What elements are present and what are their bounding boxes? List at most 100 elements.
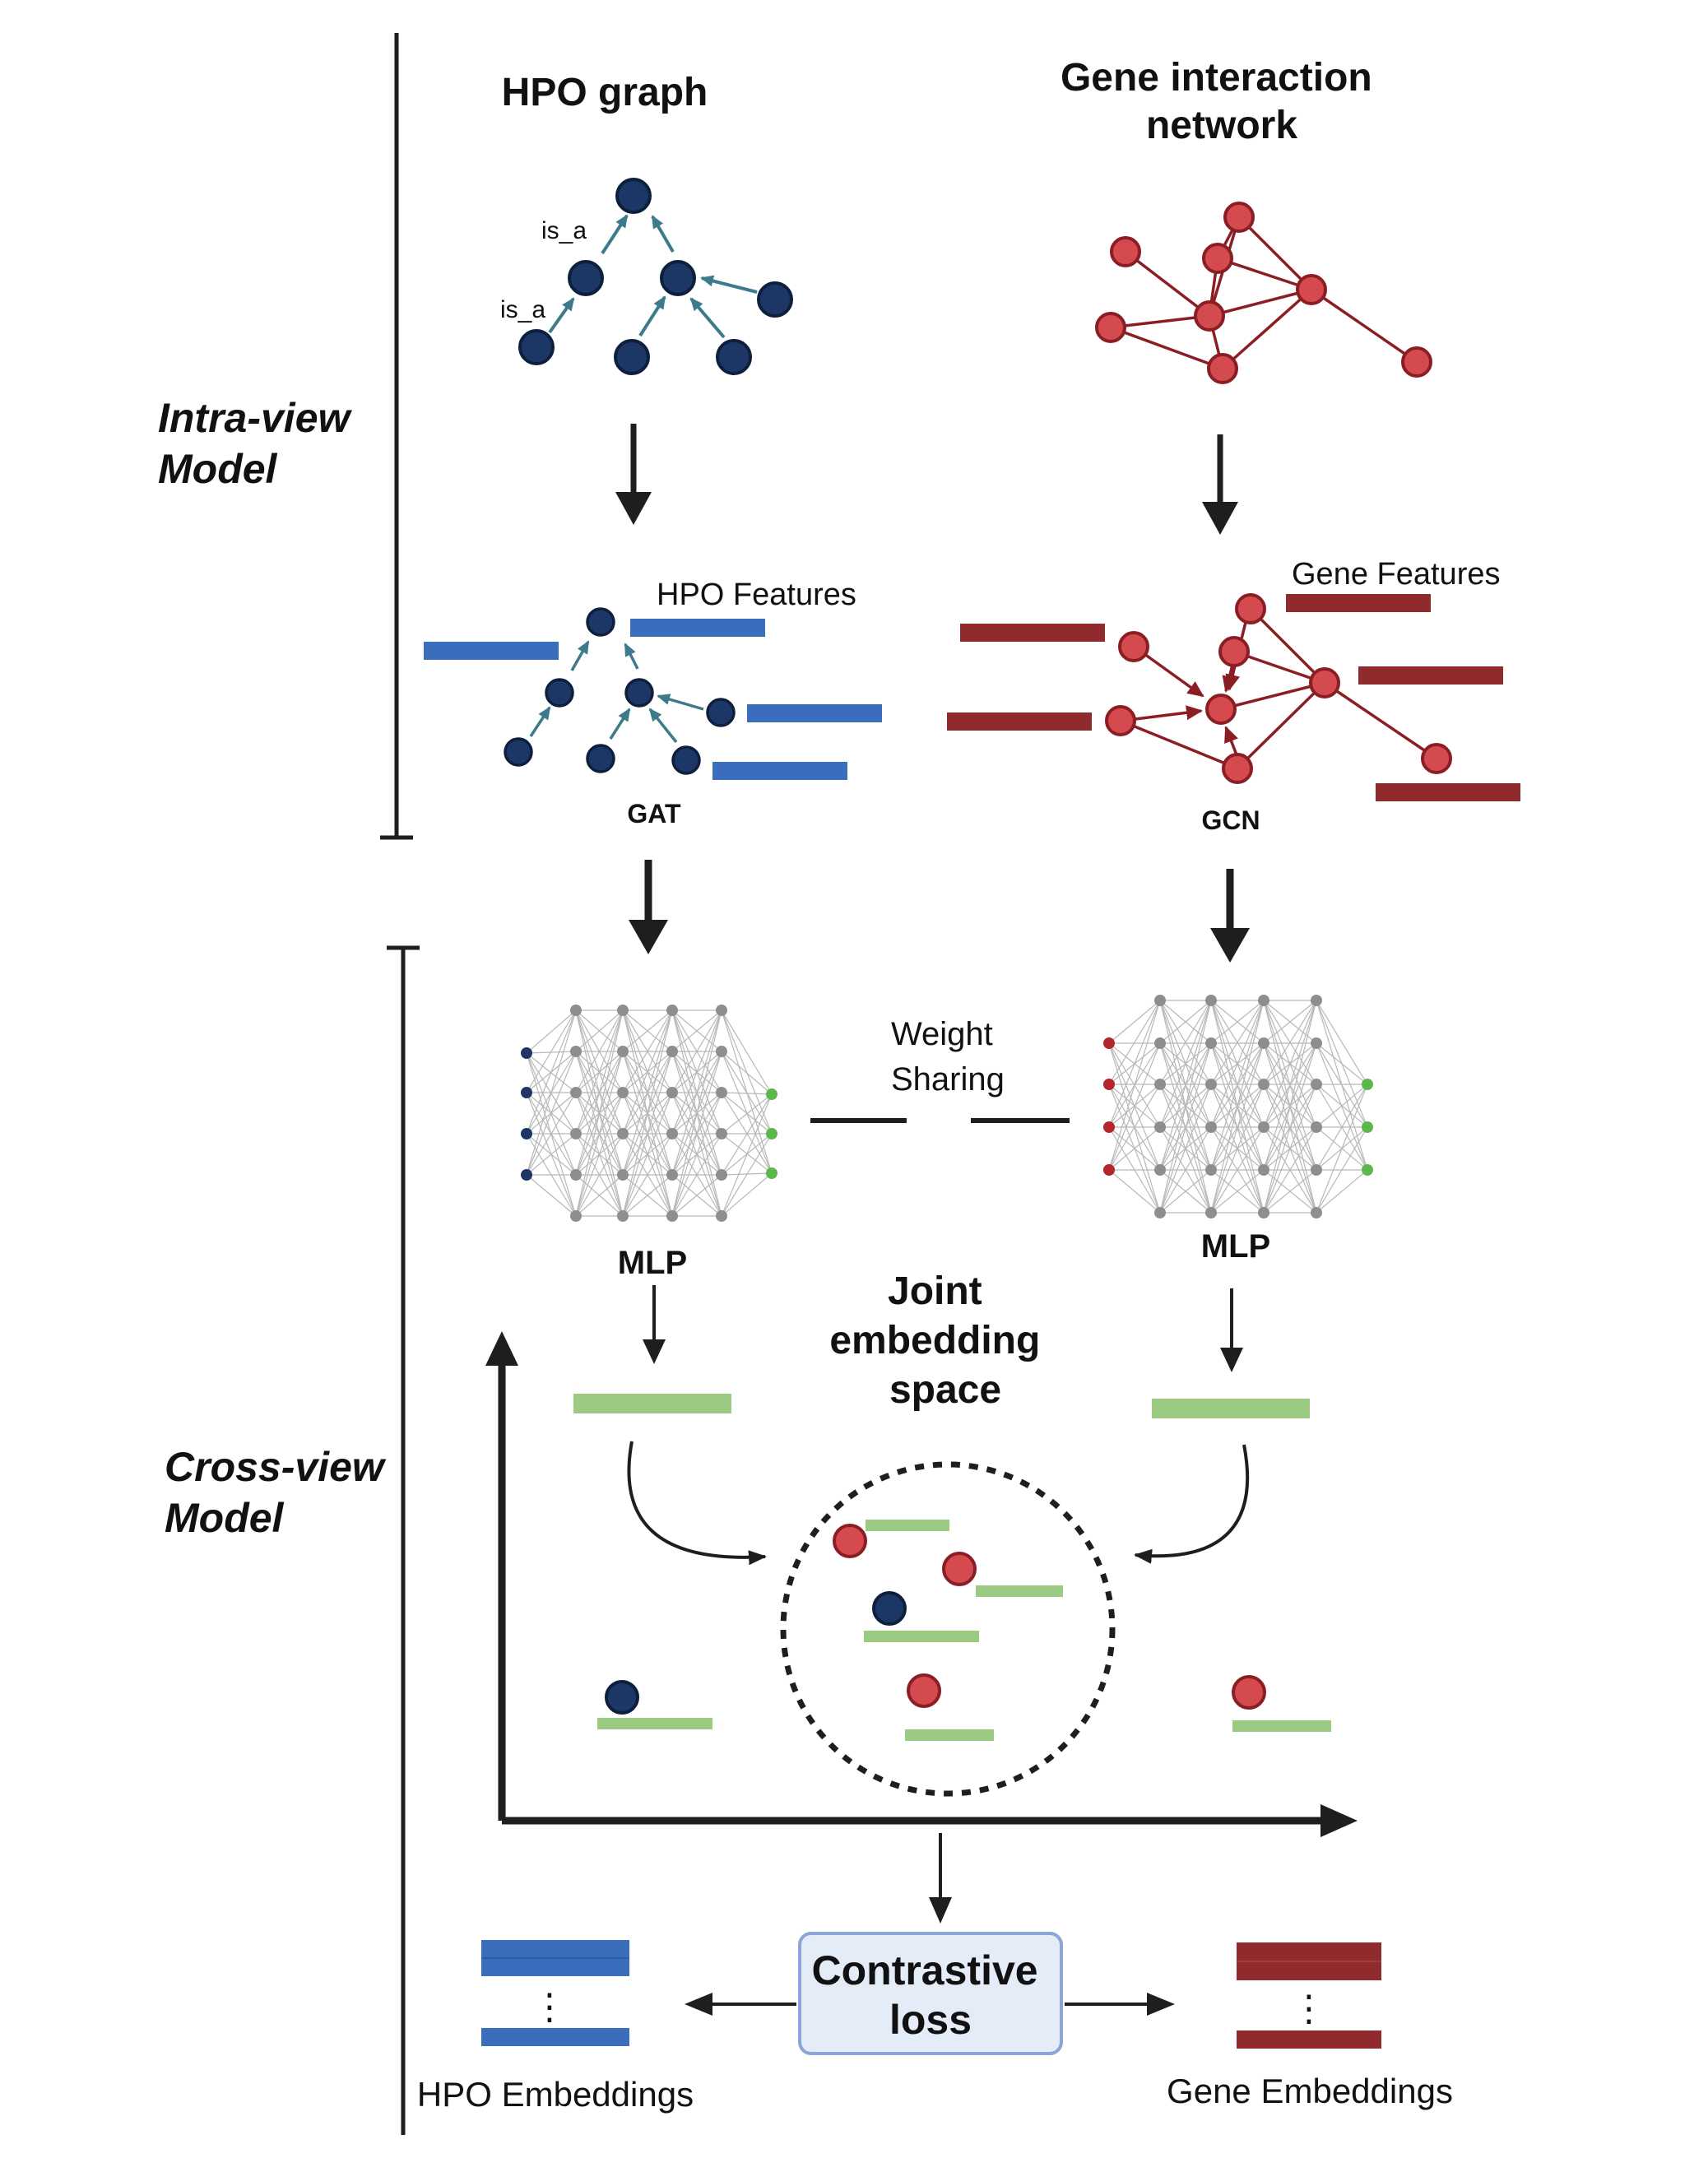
mlp-neuron — [716, 1005, 727, 1016]
joint-space-boundary — [780, 1461, 1116, 1797]
mlp-neuron — [1258, 1207, 1269, 1218]
gene-network-title: Gene interaction network — [1061, 56, 1383, 147]
mlp-connection — [1316, 1042, 1368, 1085]
mlp-connection — [1316, 1126, 1368, 1214]
mlp-connection — [671, 1009, 722, 1093]
mlp-neuron — [1311, 1079, 1322, 1090]
hpo-node — [614, 339, 650, 375]
mlp-connection — [1263, 1000, 1317, 1044]
mlp-neuron — [617, 1087, 629, 1098]
mlp-connection — [526, 1009, 577, 1054]
mlp-connection — [1108, 1000, 1161, 1128]
mlp-connection — [526, 1092, 577, 1176]
hpo-node — [716, 339, 752, 375]
mlp-connection — [721, 1093, 773, 1176]
hpo-edge — [548, 297, 575, 334]
mlp-connection — [1108, 1000, 1161, 1085]
gat-graph: HPO Features GAT — [424, 578, 882, 828]
hpo-node — [757, 281, 793, 318]
mlp-connection — [671, 1174, 722, 1217]
mlp-neuron — [1103, 1037, 1115, 1049]
mlp-connection — [1210, 1042, 1265, 1214]
mlp-neuron — [1154, 1121, 1166, 1133]
down-arrow — [929, 1833, 952, 1924]
mlp-neuron — [716, 1210, 727, 1222]
mlp-neuron — [1205, 1121, 1217, 1133]
right-arrow — [1065, 1993, 1175, 2016]
mlp-connection — [1316, 1000, 1368, 1085]
mlp-connection — [1108, 1000, 1161, 1171]
joint-space-title: Joint embedding space — [829, 1269, 1051, 1412]
hpo-point — [872, 1591, 907, 1626]
mlp-neuron — [1154, 1164, 1166, 1176]
mlp-connection — [1159, 1000, 1212, 1171]
mlp-connection — [622, 1009, 673, 1217]
mlp-connection — [622, 1009, 673, 1052]
mlp-neuron — [716, 1046, 727, 1057]
mlp-connection — [1263, 1042, 1317, 1214]
mlp-connection — [721, 1051, 773, 1174]
is-a-label-bottom: is_a — [500, 296, 545, 323]
down-arrow — [643, 1285, 666, 1364]
mlp-network-left — [521, 1005, 777, 1222]
hpo-feature-bar — [712, 762, 847, 780]
mlp-connection — [721, 1093, 773, 1135]
mlp-neuron — [570, 1087, 582, 1098]
gene-feature-bar — [947, 712, 1092, 731]
mlp-connection — [526, 1174, 577, 1217]
mlp-neuron — [1103, 1079, 1115, 1090]
mlp-neuron — [1154, 1207, 1166, 1218]
mlp-connection — [622, 1092, 673, 1217]
mlp-neuron — [666, 1169, 678, 1181]
mlp-neuron — [666, 1087, 678, 1098]
gcn-label: GCN — [1201, 805, 1260, 835]
down-arrow — [615, 424, 652, 525]
mlp-connection — [1108, 1084, 1161, 1171]
mlp-connection — [1263, 1000, 1317, 1214]
hpo-edge — [689, 297, 726, 339]
hpo-edge — [601, 214, 629, 255]
mlp-neuron — [570, 1128, 582, 1139]
gene-node — [1095, 312, 1126, 343]
mlp-connection — [1159, 1126, 1212, 1214]
mlp-connection — [671, 1009, 722, 1176]
left-arrow — [685, 1993, 796, 2016]
mlp-neuron — [1103, 1121, 1115, 1133]
gene-feature-bar — [1358, 666, 1503, 685]
mlp-neuron — [766, 1167, 777, 1179]
gene-output-embedding — [1152, 1399, 1310, 1418]
gene-embeddings: ⋮ Gene Embeddings — [1167, 1942, 1453, 2110]
mlp-connection — [721, 1133, 773, 1174]
mlp-neuron — [521, 1169, 532, 1181]
mlp-connection — [1108, 1169, 1161, 1214]
mlp-connection — [1210, 1000, 1265, 1128]
mlp-connection — [1210, 1169, 1265, 1214]
mlp-neuron — [766, 1128, 777, 1139]
mlp-connection — [721, 1009, 773, 1135]
mlp-connection — [671, 1009, 722, 1052]
mlp-connection — [1263, 1169, 1317, 1214]
mlp-connection — [671, 1133, 722, 1217]
gat-label: GAT — [627, 799, 681, 828]
hpo-embeddings: ⋮ HPO Embeddings — [417, 1940, 694, 2114]
mlp-connection — [575, 1009, 624, 1176]
embedding-axes — [485, 1331, 1358, 1837]
mlp-connection — [1316, 1042, 1368, 1128]
mlp-connection — [1316, 1169, 1368, 1214]
mlp-connection — [1263, 1000, 1317, 1128]
mlp-connection — [1210, 1000, 1265, 1214]
mlp-connection — [575, 1009, 624, 1217]
mlp-connection — [1159, 1000, 1212, 1214]
mlp-connection — [1316, 1042, 1368, 1171]
mlp-neuron — [1154, 1037, 1166, 1049]
mlp-connection — [526, 1009, 577, 1093]
mlp-neuron — [617, 1046, 629, 1057]
gcn-graph: Gene Features GCN — [947, 557, 1520, 835]
hpo-edge — [638, 295, 666, 337]
cross-view-label: Cross-view Model — [165, 1444, 396, 1541]
gene-node — [1207, 353, 1238, 384]
mlp-connection — [1108, 1000, 1161, 1044]
gene-node — [1202, 243, 1233, 274]
mlp-neuron — [1362, 1079, 1373, 1090]
mlp-connection — [575, 1133, 624, 1217]
